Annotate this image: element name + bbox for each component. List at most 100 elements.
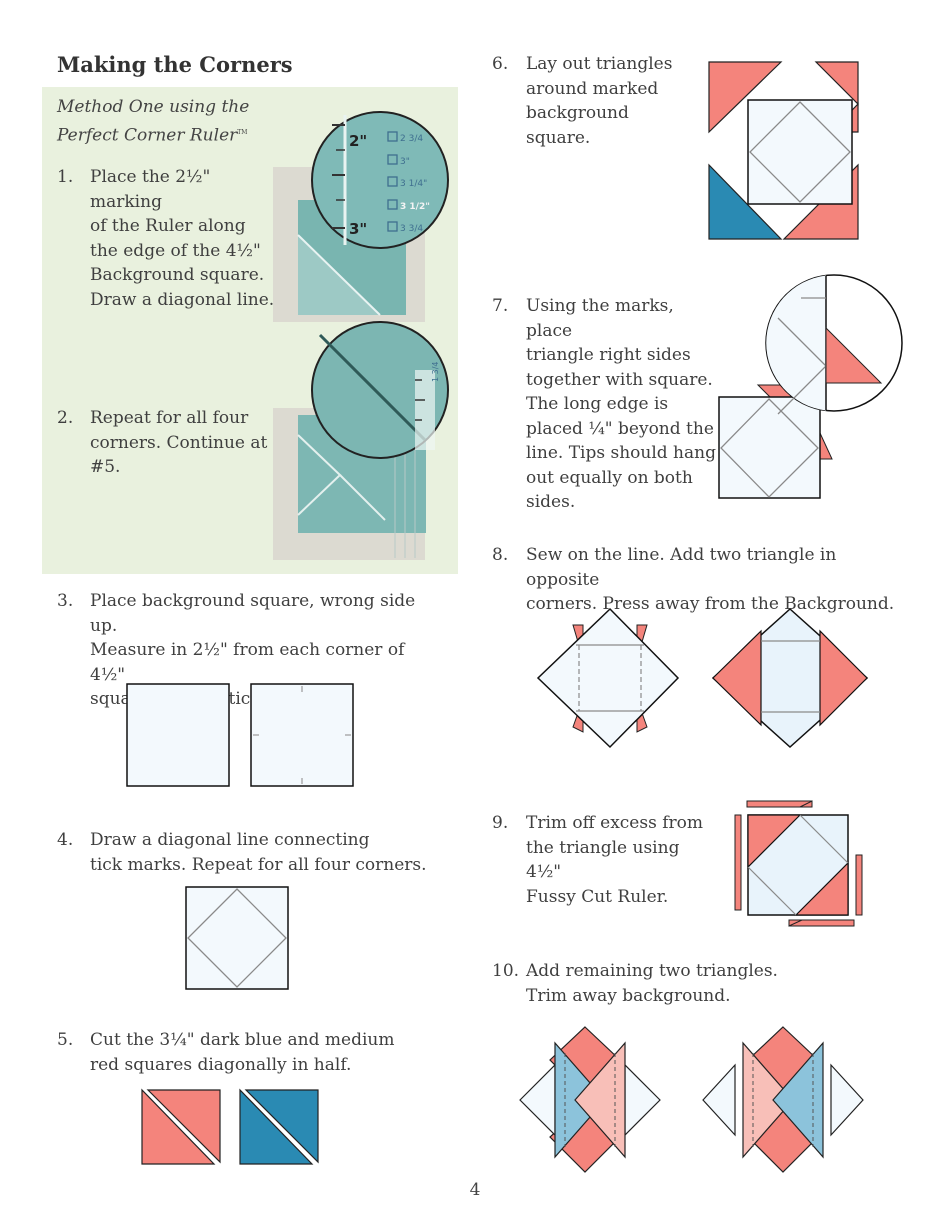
background-triangle xyxy=(702,1063,736,1137)
method-one-heading: Method One using the Perfect Corner Rule… xyxy=(57,95,249,149)
diagonal-line xyxy=(297,234,381,316)
ruler-edge xyxy=(415,370,435,450)
step-6: 6. Lay out triangles around marked backg… xyxy=(492,52,692,148)
light-red-triangle xyxy=(742,1041,794,1159)
step-line: placed ¼" beyond the xyxy=(526,418,714,439)
step-line: Place background square, wrong side up. xyxy=(90,591,416,636)
red-triangle xyxy=(814,61,859,106)
ruler-box-icon xyxy=(387,154,398,165)
background-square-marked xyxy=(250,683,354,787)
red-triangle-tip xyxy=(819,432,833,460)
step-number: 4. xyxy=(57,830,74,850)
step-line: Using the marks, place xyxy=(526,296,674,341)
step-number: 7. xyxy=(492,296,509,316)
background-square xyxy=(185,886,289,990)
step-line: #5. xyxy=(90,457,121,477)
trimmed-strip xyxy=(788,919,803,927)
background-square-on-point xyxy=(536,607,680,749)
step-number: 5. xyxy=(57,1030,74,1050)
step-line: red squares diagonally in half. xyxy=(90,1054,352,1075)
step-line: Draw a diagonal line. xyxy=(90,289,275,310)
step-line: Trim away background. xyxy=(526,985,731,1006)
magnified-square xyxy=(766,275,826,411)
step-7-placement xyxy=(718,274,903,499)
ruler-mark-text: 3 1/2" xyxy=(400,202,430,212)
step-line: Draw a diagonal line connecting xyxy=(90,830,370,850)
red-triangle xyxy=(141,1088,216,1165)
ruler-box-icon xyxy=(387,199,398,210)
step-2: 2. Repeat for all four corners. Continue… xyxy=(57,406,277,486)
step-5-cut-squares xyxy=(141,1088,319,1165)
step-number: 2. xyxy=(57,408,74,428)
diagonal-line xyxy=(799,814,849,864)
background-triangle xyxy=(519,1063,556,1137)
red-triangle xyxy=(146,1089,221,1164)
step-number: 10. xyxy=(492,961,520,981)
red-triangle xyxy=(825,326,883,384)
step-2-ruler-photo: 1 3/4 xyxy=(273,321,449,560)
step-line: Sew on the line. Add two triangle in opp… xyxy=(526,545,837,590)
step-line: Measure in 2½" from each corner of 4½" xyxy=(90,640,405,685)
step-line: corners. Continue at xyxy=(90,432,268,453)
step-4: 4. Draw a diagonal line connecting tick … xyxy=(57,828,437,883)
step-line: Cut the 3¼" dark blue and medium xyxy=(90,1030,395,1050)
step-line: of the Ruler along xyxy=(90,216,246,236)
ruler-box-icon xyxy=(387,131,398,142)
diagonal-lines xyxy=(576,644,644,712)
tick-marks xyxy=(253,686,351,784)
step-line: the triangle using 4½" xyxy=(526,837,680,883)
diagonal-lines xyxy=(720,398,819,498)
trimmed-strip xyxy=(855,854,863,916)
light-blue-triangle xyxy=(772,1041,824,1159)
ruler-mark-text: 3" xyxy=(400,157,410,167)
step-line: Place the 2½" marking xyxy=(90,167,211,212)
ruler-box-icon xyxy=(387,176,398,187)
drawn-diagonal-line xyxy=(318,333,427,442)
step-3-squares xyxy=(126,683,354,787)
background-square xyxy=(747,99,853,205)
step-4-marked-square xyxy=(185,886,289,990)
ruler-mark-text: 3 3/4 xyxy=(400,224,423,234)
step-1: 1. Place the 2½" marking of the Ruler al… xyxy=(57,165,287,310)
step-1-ruler-photo: 2" 3" 2 3/4 3" 3 1/4" 3 1/2" 3 3/4 xyxy=(273,111,449,322)
step-8: 8. Sew on the line. Add two triangle in … xyxy=(492,543,912,614)
step-3: 3. Place background square, wrong side u… xyxy=(57,589,437,709)
step-10: 10. Add remaining two triangles. Trim aw… xyxy=(492,959,792,1014)
step-7: 7. Using the marks, place triangle right… xyxy=(492,294,722,512)
blue-triangle xyxy=(244,1089,319,1164)
diagonal-line xyxy=(747,866,797,916)
step-10-finished-corners xyxy=(519,1026,864,1173)
step-line: triangle right sides xyxy=(526,345,691,365)
step-line: background square. xyxy=(526,103,629,148)
step-line: together with square. xyxy=(526,369,713,390)
light-red-triangle xyxy=(574,1041,626,1159)
step-line: Repeat for all four xyxy=(90,408,249,428)
step-line: Fussy Cut Ruler. xyxy=(526,886,669,907)
step-line: tick marks. Repeat for all four corners. xyxy=(90,854,427,875)
ruler-mark-text: 1 3/4 xyxy=(431,361,440,382)
diagonal-line xyxy=(339,474,386,521)
diagonal-lines xyxy=(749,101,851,203)
background-square xyxy=(718,396,821,499)
page-title: Making the Corners xyxy=(57,52,293,77)
method-heading-line: Perfect Corner Ruler xyxy=(57,125,238,146)
trademark-mark: TM xyxy=(237,129,248,136)
step-line: the edge of the 4½" xyxy=(90,240,261,261)
step-number: 6. xyxy=(492,54,509,74)
diagonal-lines xyxy=(761,640,820,713)
step-9: 9. Trim off excess from the triangle usi… xyxy=(492,811,712,907)
step-line: around marked xyxy=(526,78,659,99)
step-6-triangle-layout xyxy=(708,61,859,240)
step-line: line. Tips should hang xyxy=(526,443,716,463)
step-line: Lay out triangles xyxy=(526,54,673,74)
step-number: 9. xyxy=(492,813,509,833)
trimmed-strip xyxy=(734,814,742,911)
ruler-mark-text: 3 1/4" xyxy=(400,179,427,189)
background-triangle xyxy=(624,1063,661,1137)
step-number: 1. xyxy=(57,167,74,187)
magnifier-circle xyxy=(311,321,449,459)
step-line: Add remaining two triangles. xyxy=(526,961,778,981)
red-triangle xyxy=(712,629,762,727)
ruler-mark-text: 2" xyxy=(349,132,367,150)
method-heading-line: Method One using the xyxy=(57,97,250,117)
